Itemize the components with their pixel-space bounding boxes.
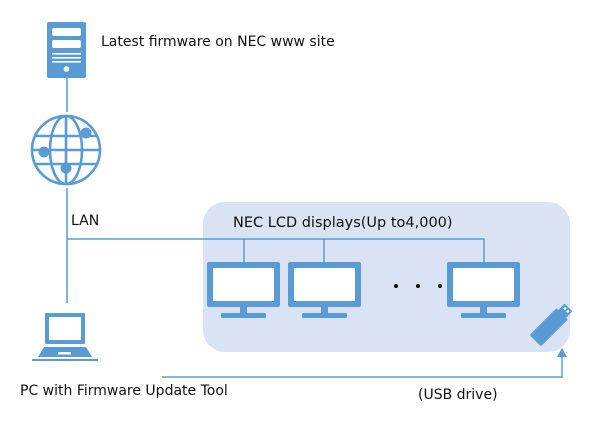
more-displays-ellipsis [394,284,442,288]
monitor-icon-display-2 [288,262,361,318]
display-group-label: NEC LCD displays(Up to4,000) [233,215,453,231]
usb-drive-icon [530,304,572,346]
pc-label: PC with Firmware Update Tool [20,383,228,399]
server-icon [47,22,86,78]
monitor-icon-display-n [447,262,520,318]
usb-path-line [162,355,563,378]
lan-bus-line [67,238,485,262]
server-label: Latest firmware on NEC www site [101,34,335,50]
globe-icon [30,114,102,186]
monitor-icon-display-1 [207,262,280,318]
usb-arrow-head [557,348,567,357]
usb-label: (USB drive) [418,387,498,403]
laptop-icon [32,313,98,361]
lan-label: LAN [71,213,100,229]
